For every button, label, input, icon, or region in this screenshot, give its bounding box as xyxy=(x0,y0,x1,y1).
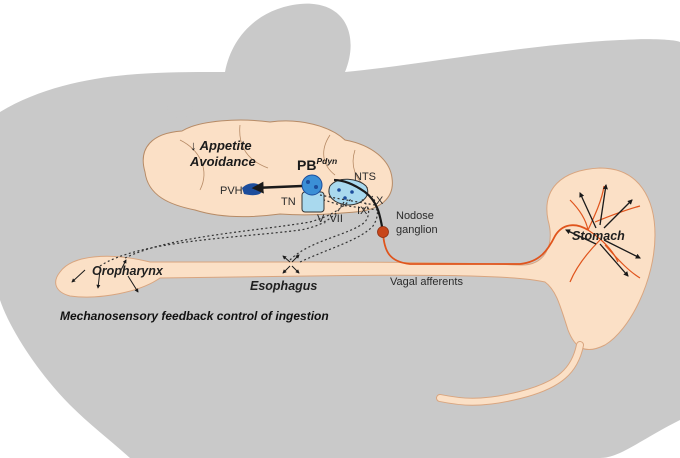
v-vii-label: V, VII xyxy=(317,213,343,225)
nodose-label-2: ganglion xyxy=(396,224,438,236)
pb-superscript: Pdyn xyxy=(316,156,337,166)
oropharynx-stretch-arrows xyxy=(71,259,139,293)
stomach-label: Stomach xyxy=(572,229,625,243)
pvh-label: PVH xyxy=(220,185,243,197)
nodose-ganglion xyxy=(377,226,389,238)
oropharynx-label: Oropharynx xyxy=(92,264,164,278)
cranial-nerves-dotted xyxy=(99,194,379,267)
appetite-label: ↓ Appetite xyxy=(190,138,252,153)
esophagus-stretch-arrows xyxy=(282,254,300,274)
tn-label: TN xyxy=(281,196,296,208)
digestive-tract xyxy=(55,167,656,406)
esophagus-label: Esophagus xyxy=(250,279,317,293)
x-nerve-label: X xyxy=(376,195,384,207)
mouse-silhouette xyxy=(0,3,680,458)
pb-nucleus xyxy=(301,174,323,196)
nodose-label-1: Nodose xyxy=(396,210,434,222)
figure-caption: Mechanosensory feedback control of inges… xyxy=(60,309,329,323)
stomach-stretch-arrows xyxy=(565,183,641,277)
nts-label: NTS xyxy=(354,171,376,183)
pb-label: PBPdyn xyxy=(297,156,337,173)
vagal-afferents-label: Vagal afferents xyxy=(390,276,463,288)
pb-to-pvh-arrow xyxy=(251,181,303,194)
avoidance-label: Avoidance xyxy=(189,154,256,169)
ix-nerve-label: IX xyxy=(357,205,368,217)
